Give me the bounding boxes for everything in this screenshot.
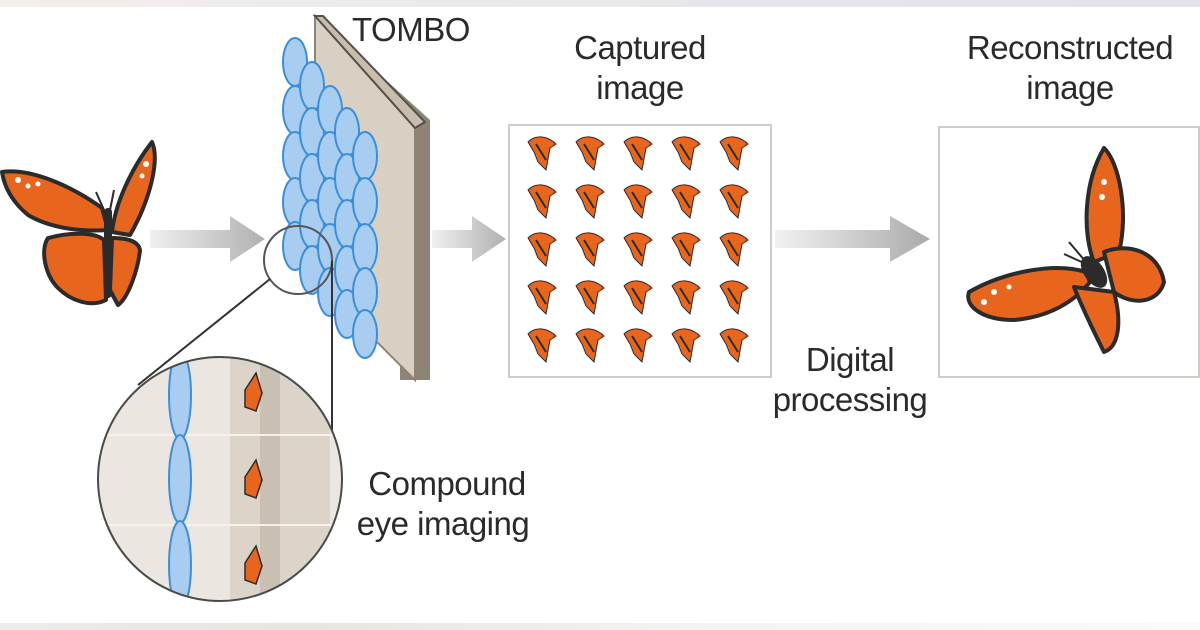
digital-line1: Digital [805,341,895,378]
reconstructed-image-frame [938,126,1200,378]
digital-line2: processing [772,381,928,418]
tombo-label: TOMBO [352,11,470,48]
reconstructed-butterfly-icon [966,146,1166,354]
reconstructed-line2: image [1026,69,1114,106]
source-butterfly-icon [0,140,157,307]
reconstructed-image-label: Reconstructed image [930,28,1200,108]
compound-line2: eye imaging [356,505,530,542]
compound-line1: Compound [368,465,526,502]
captured-line1: Captured [574,29,706,66]
captured-line2: image [596,69,684,106]
tombo-device [282,13,430,383]
captured-image-label: Captured image [520,28,760,108]
captured-butterfly-grid [527,135,749,363]
compound-eye-imaging-label: Compound eye imaging [328,464,558,544]
digital-processing-label: Digital processing [740,340,960,420]
reconstructed-line1: Reconstructed [966,29,1174,66]
arrow-to-tombo-icon [150,216,265,262]
top-band [0,0,1200,7]
magnifier-callout [97,225,343,602]
captured-image-frame [508,124,772,378]
arrow-to-captured-icon [432,216,506,262]
arrow-to-reconstructed-icon [775,216,930,262]
bottom-band [0,623,1200,630]
